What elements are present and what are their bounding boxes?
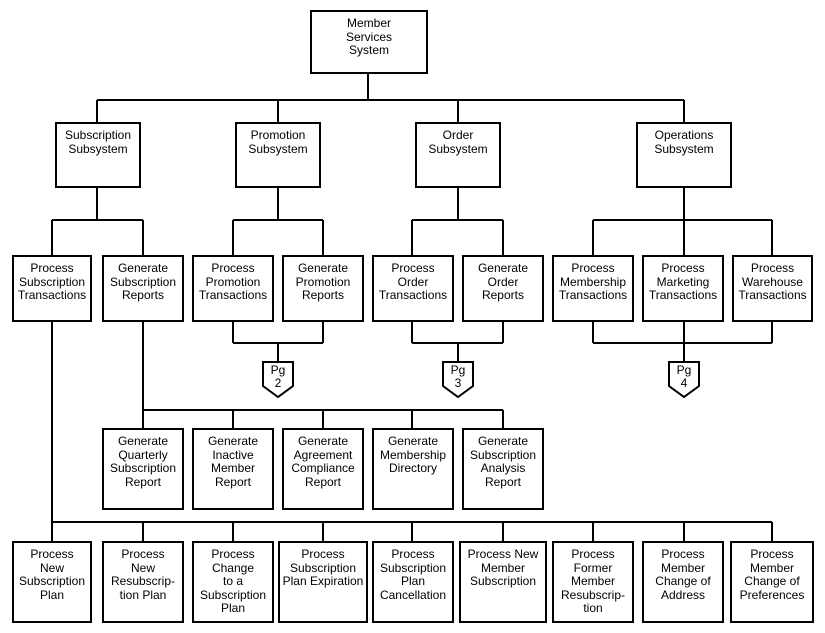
node-label: Generate Quarterly Subscription Report <box>109 434 177 489</box>
node-process-new-subscription-plan: Process New Subscription Plan <box>12 541 92 623</box>
node-label: Process Change to a Subscription Plan <box>199 547 267 615</box>
node-generate-promotion-reports: Generate Promotion Reports <box>282 255 364 322</box>
node-process-warehouse-transactions: Process Warehouse Transactions <box>732 255 813 322</box>
node-generate-quarterly-subscription-report: Generate Quarterly Subscription Report <box>102 428 184 510</box>
node-label: Promotion Subsystem <box>248 128 308 156</box>
node-process-subscription-plan-cancellation: Process Subscription Plan Cancellation <box>372 541 454 623</box>
node-order-subsystem: Order Subsystem <box>415 122 501 188</box>
node-label: Process Warehouse Transactions <box>738 261 807 302</box>
node-label: Subscription Subsystem <box>64 128 132 156</box>
node-process-promotion-transactions: Process Promotion Transactions <box>192 255 274 322</box>
node-label: Generate Subscription Analysis Report <box>469 434 537 489</box>
node-label: Generate Order Reports <box>477 261 529 302</box>
node-label: Process Former Member Resubscrip- tion <box>560 547 626 615</box>
node-generate-subscription-analysis-report: Generate Subscription Analysis Report <box>462 428 544 510</box>
node-generate-agreement-compliance-report: Generate Agreement Compliance Report <box>282 428 364 510</box>
node-label: Order Subsystem <box>428 128 488 156</box>
node-label: Generate Promotion Reports <box>295 261 351 302</box>
node-generate-order-reports: Generate Order Reports <box>462 255 544 322</box>
node-label: Operations Subsystem <box>654 128 714 156</box>
node-label: Process Member Change of Address <box>655 547 711 602</box>
node-label: Process Member Change of Preferences <box>739 547 805 602</box>
node-label: Member Services System <box>345 16 392 57</box>
node-label: Process Subscription Plan Expiration <box>282 547 364 588</box>
node-label: Process Order Transactions <box>378 261 448 302</box>
node-process-new-member-subscription: Process New Member Subscription <box>459 541 547 623</box>
node-label: Process New Member Subscription <box>467 547 539 588</box>
node-process-marketing-transactions: Process Marketing Transactions <box>642 255 724 322</box>
node-subscription-subsystem: Subscription Subsystem <box>55 122 141 188</box>
node-generate-inactive-member-report: Generate Inactive Member Report <box>192 428 274 510</box>
node-process-member-change-of-address: Process Member Change of Address <box>642 541 724 623</box>
node-generate-subscription-reports: Generate Subscription Reports <box>102 255 184 322</box>
node-promotion-subsystem: Promotion Subsystem <box>235 122 321 188</box>
node-process-change-to-subscription-plan: Process Change to a Subscription Plan <box>192 541 274 623</box>
node-generate-membership-directory: Generate Membership Directory <box>372 428 454 510</box>
node-member-services-system: Member Services System <box>310 10 428 74</box>
node-process-subscription-plan-expiration: Process Subscription Plan Expiration <box>278 541 368 623</box>
node-operations-subsystem: Operations Subsystem <box>636 122 732 188</box>
node-label: Generate Subscription Reports <box>109 261 177 302</box>
node-process-membership-transactions: Process Membership Transactions <box>552 255 634 322</box>
node-process-order-transactions: Process Order Transactions <box>372 255 454 322</box>
node-process-new-resubscription-plan: Process New Resubscrip- tion Plan <box>102 541 184 623</box>
node-label: Process Subscription Plan Cancellation <box>379 547 447 602</box>
node-label: Process New Resubscrip- tion Plan <box>110 547 176 602</box>
node-label: Process Subscription Transactions <box>17 261 87 302</box>
node-process-former-member-resubscription: Process Former Member Resubscrip- tion <box>552 541 634 623</box>
node-label: Process Marketing Transactions <box>648 261 718 302</box>
node-label: Generate Agreement Compliance Report <box>291 434 355 489</box>
page-connector-pg3-label: Pg 3 <box>450 363 466 390</box>
node-label: Process Membership Transactions <box>558 261 628 302</box>
page-connector-pg2-label: Pg 2 <box>270 363 286 390</box>
page-connector-pg4-label: Pg 4 <box>676 363 692 390</box>
node-label: Generate Inactive Member Report <box>207 434 259 489</box>
node-label: Process Promotion Transactions <box>198 261 268 302</box>
node-label: Process New Subscription Plan <box>18 547 86 602</box>
node-process-subscription-transactions: Process Subscription Transactions <box>12 255 92 322</box>
node-process-member-change-of-preferences: Process Member Change of Preferences <box>730 541 814 623</box>
node-label: Generate Membership Directory <box>379 434 447 475</box>
